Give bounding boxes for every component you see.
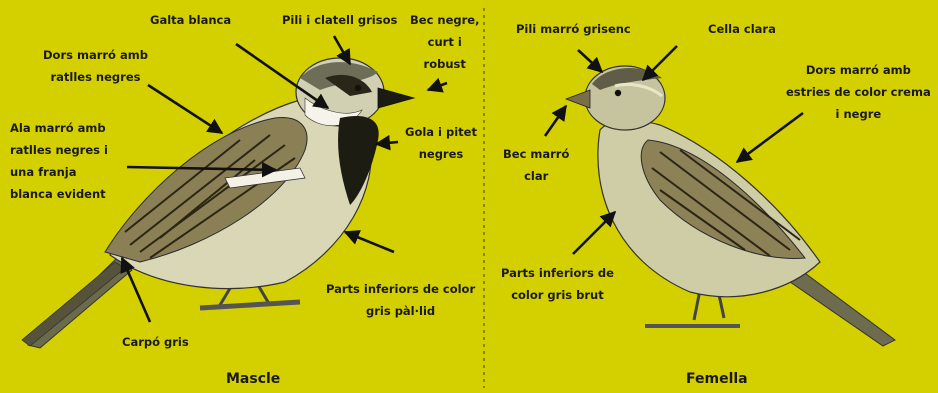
label-male-cheek: Galta blanca [150, 9, 231, 31]
label-female-crown: Pili marró grisenc [516, 18, 631, 40]
label-female-back: Dors marró amb estries de color crema i … [786, 59, 931, 125]
label-male-crown: Pili i clatell grisos [282, 9, 397, 31]
arrow-male-throat [376, 142, 398, 144]
label-male-back: Dors marró amb ratlles negres [43, 44, 148, 88]
label-female-bill: Bec marró clar [503, 143, 569, 187]
arrow-female-underparts [573, 212, 615, 254]
label-female-underparts: Parts inferiors de color gris brut [501, 262, 614, 306]
label-male-wing: Ala marró amb ratlles negres i una franj… [10, 117, 108, 205]
label-male-bill: Bec negre, curt i robust [410, 9, 479, 75]
arrow-female-eyebrow [643, 46, 677, 80]
label-male-underparts: Parts inferiors de color gris pàl·lid [326, 278, 475, 322]
label-male-rump: Carpó gris [122, 331, 189, 353]
arrow-female-bill [545, 106, 566, 136]
label-female-eyebrow: Cella clara [708, 18, 776, 40]
arrow-male-underparts [345, 232, 394, 252]
label-male-throat: Gola i pitet negres [405, 121, 477, 165]
arrow-male-bill [428, 83, 447, 90]
caption-female: Femella [686, 370, 748, 388]
arrow-female-crown [578, 50, 602, 72]
caption-male: Mascle [226, 370, 280, 388]
arrow-male-back [148, 85, 222, 133]
